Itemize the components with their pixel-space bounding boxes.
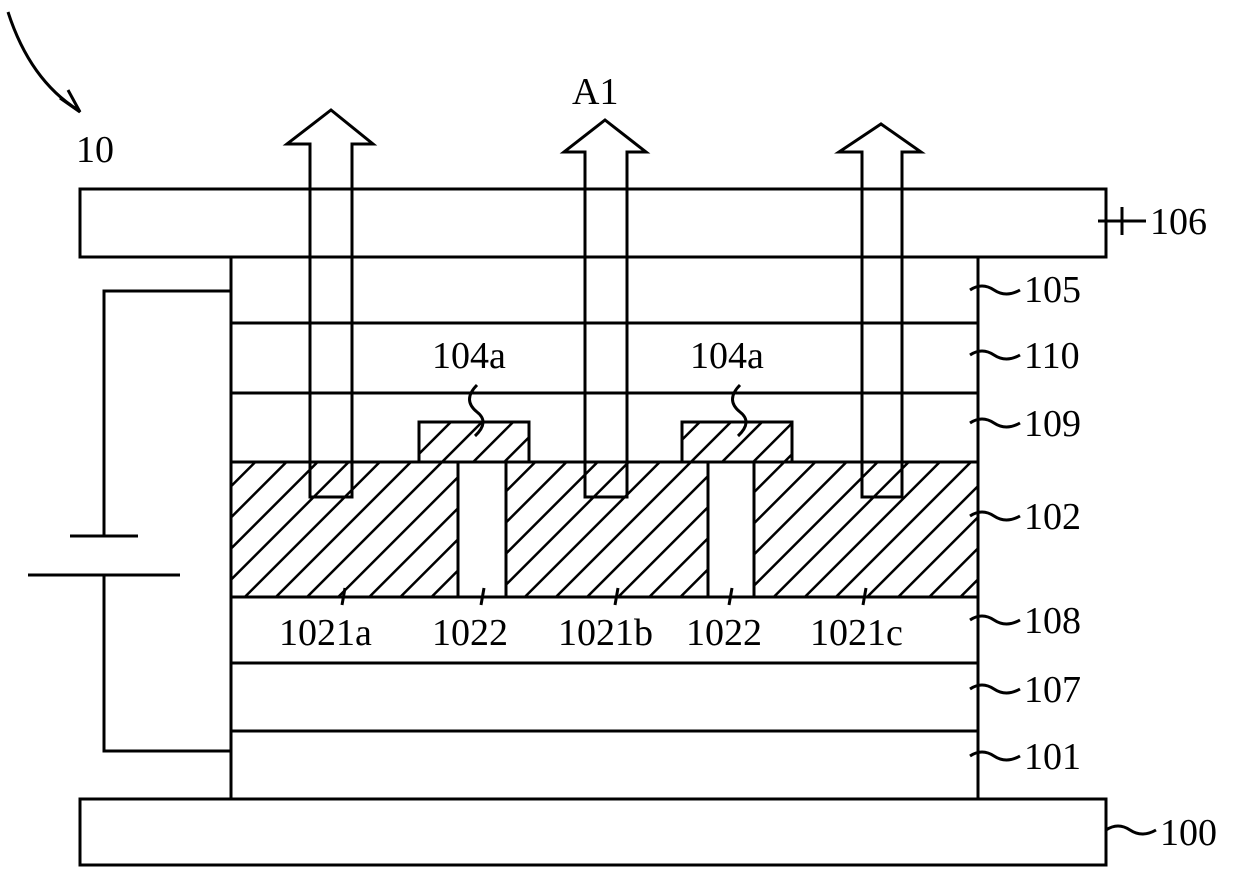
light-direction-label: A1 <box>572 71 618 113</box>
label-100: 100 <box>1160 812 1217 854</box>
label-109: 109 <box>1024 403 1081 445</box>
hatched-region-1021a <box>231 462 458 597</box>
light-arrow-middle <box>564 120 646 497</box>
light-arrow-left <box>287 110 373 497</box>
region-label-1021c: 1021c <box>810 612 903 654</box>
pad-label-right: 104a <box>690 335 764 377</box>
label-107: 107 <box>1024 669 1081 711</box>
label-106: 106 <box>1150 201 1207 243</box>
figure-reference-arrow <box>8 12 80 112</box>
region-label-1022-right: 1022 <box>686 612 762 654</box>
region-label-1022-left: 1022 <box>432 612 508 654</box>
label-105: 105 <box>1024 269 1081 311</box>
hatched-region-1021c <box>754 462 978 597</box>
voltage-source-circuit <box>28 291 231 751</box>
light-arrow-right <box>839 124 921 497</box>
pad-label-left: 104a <box>432 335 506 377</box>
patterned-layer <box>231 462 978 597</box>
label-102: 102 <box>1024 496 1081 538</box>
top-substrate-layer <box>80 189 1106 257</box>
hatched-region-1021b <box>506 462 708 597</box>
label-101: 101 <box>1024 736 1081 778</box>
pad-104a-left <box>419 422 529 462</box>
label-110: 110 <box>1024 335 1080 377</box>
region-label-1021a: 1021a <box>279 612 372 654</box>
region-label-1021b: 1021b <box>558 612 653 654</box>
bottom-substrate-layer <box>80 799 1106 865</box>
pad-104a-right <box>682 422 792 462</box>
label-108: 108 <box>1024 600 1081 642</box>
figure-reference-label: 10 <box>76 129 114 171</box>
